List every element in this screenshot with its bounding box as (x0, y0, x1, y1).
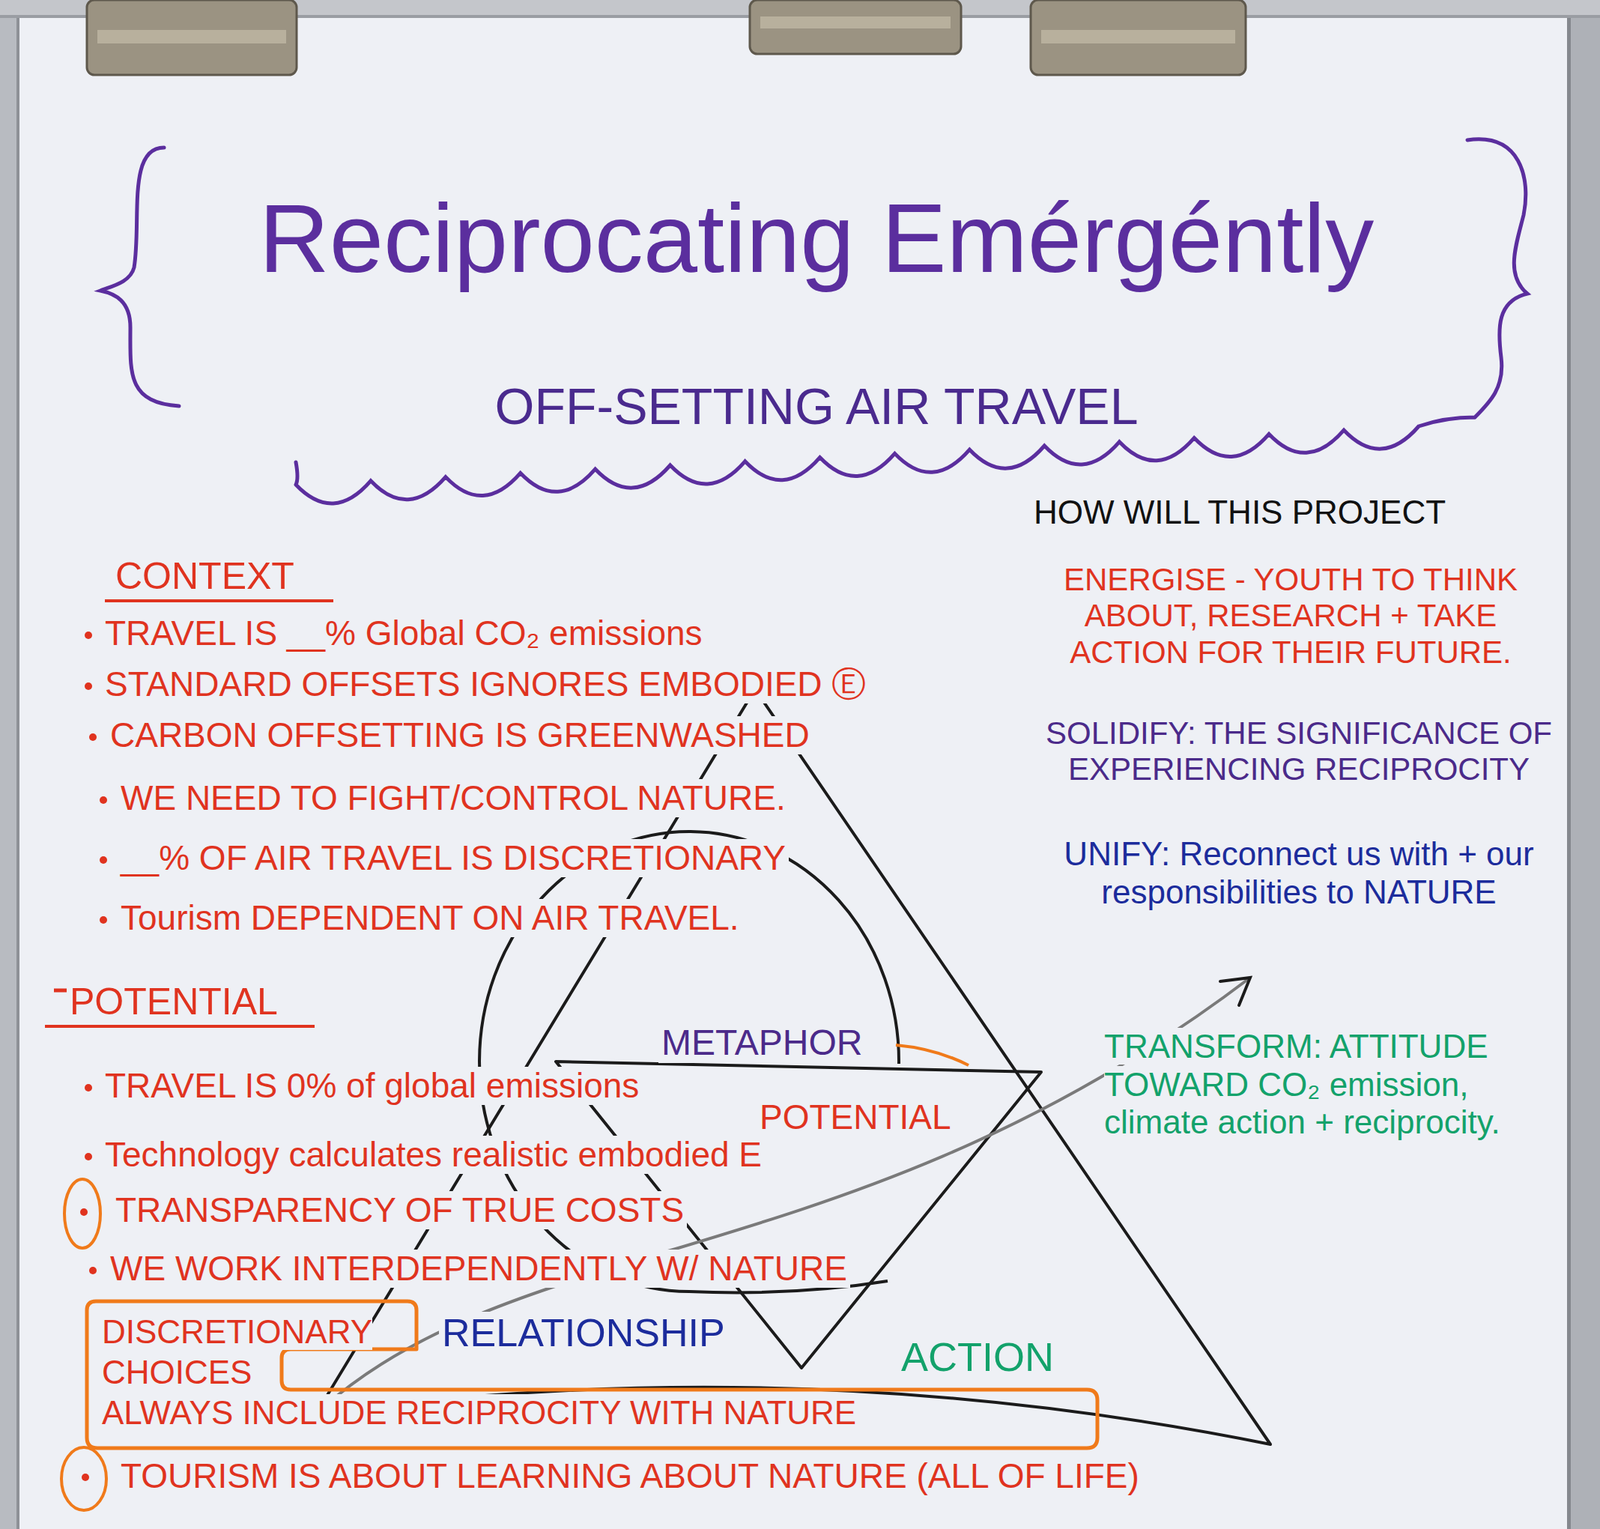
title-cloud: Reciprocating EmérgéntlyOFF-SETTING AIR … (96, 132, 1537, 531)
context-note: STANDARD OFFSETS IGNORES EMBODIED Ⓔ (101, 665, 869, 704)
goal-note: ENERGISE - YOUTH TO THINK ABOUT, RESEARC… (1025, 561, 1556, 671)
section-heading: CONTEXT (112, 555, 298, 598)
potential-note: TOURISM IS ABOUT LEARNING ABOUT NATURE (… (117, 1456, 1143, 1496)
triangle-label: RELATIONSHIP (438, 1311, 729, 1355)
subtitle-text: OFF-SETTING AIR TRAVEL (96, 378, 1537, 435)
triangle-label: ACTION (898, 1334, 1057, 1380)
triangle-label: POTENTIAL (756, 1098, 955, 1137)
goal-note: UNIFY: Reconnect us with + our responsib… (1048, 835, 1550, 911)
potential-note: Technology calculates realistic embodied… (101, 1135, 765, 1174)
goal-note: TRANSFORM: ATTITUDE TOWARD CO₂ emission,… (1101, 1027, 1557, 1142)
context-note: CARBON OFFSETTING IS GREENWASHED (107, 716, 813, 755)
context-note: TRAVEL IS __% Global CO₂ emissions (101, 614, 706, 653)
context-note: Tourism DEPENDENT ON AIR TRAVEL. (117, 898, 743, 938)
context-note: WE NEED TO FIGHT/CONTROL NATURE. (117, 779, 789, 818)
goal-note: SOLIDIFY: THE SIGNIFICANCE OF EXPERIENCI… (1033, 715, 1565, 789)
highlight-text: DISCRETIONARY CHOICES ALWAYS INCLUDE REC… (101, 1313, 857, 1431)
potential-note: TRAVEL IS 0% of global emissions (101, 1066, 642, 1105)
title-text: Reciprocating Emérgéntly (96, 185, 1537, 293)
question-heading: HOW WILL THIS PROJECT (1030, 494, 1449, 531)
highlight-outline-box: DISCRETIONARY CHOICES ALWAYS INCLUDE REC… (86, 1301, 1098, 1448)
context-note: __% OF AIR TRAVEL IS DISCRETIONARY (117, 838, 789, 878)
triangle-label: METAPHOR (658, 1023, 866, 1063)
potential-note: WE WORK INTERDEPENDENTLY W/ NATURE (107, 1249, 851, 1288)
potential-note: TRANSPARENCY OF TRUE COSTS (112, 1191, 687, 1230)
section-heading: POTENTIAL (66, 981, 281, 1023)
